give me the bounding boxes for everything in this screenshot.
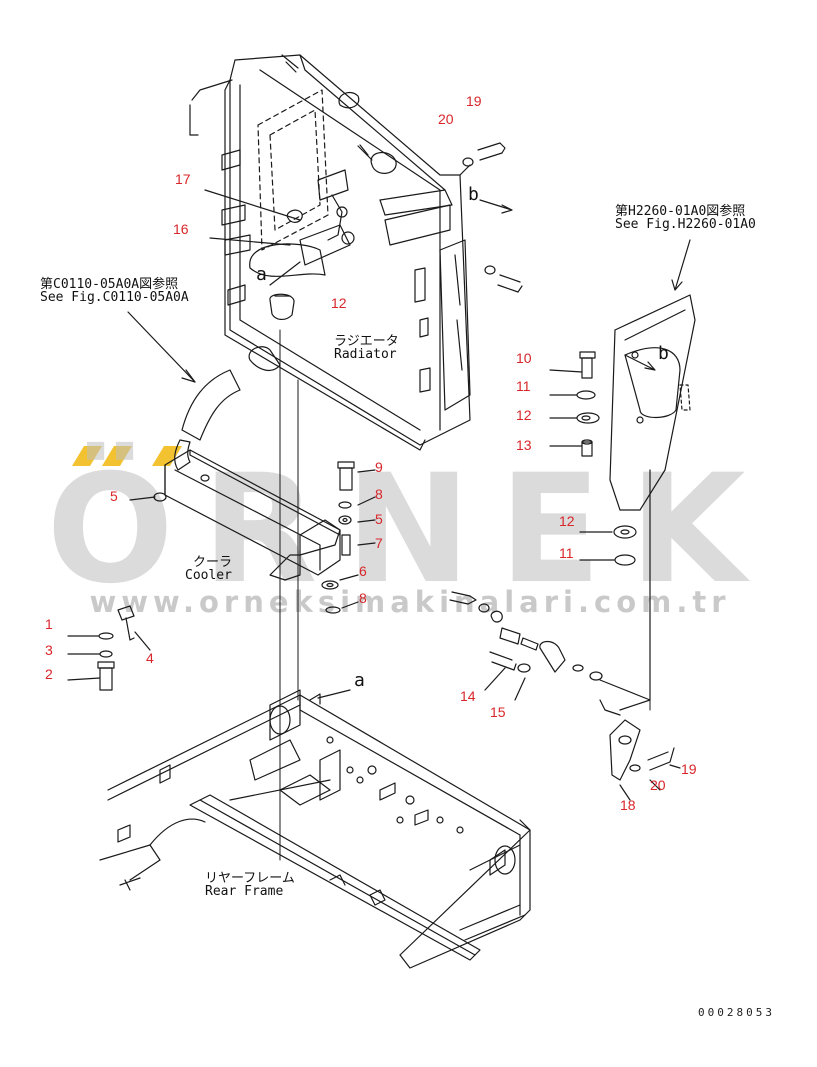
callout-5-left: 5	[110, 488, 118, 504]
callout-6: 6	[359, 563, 367, 579]
radiator-label-en: Radiator	[334, 347, 397, 362]
watermark-url: www.orneksimakinalari.com.tr	[89, 585, 731, 619]
callout-15: 15	[490, 704, 506, 720]
callout-8-top: 8	[375, 486, 383, 502]
radiator-label-jp: ラジエータ	[334, 334, 399, 349]
callout-19-bottom: 19	[681, 761, 697, 777]
callout-17: 17	[175, 171, 191, 187]
reference-right-en: See Fig.H2260-01A0	[615, 217, 756, 232]
letter-a-radiator: a	[256, 264, 267, 285]
hardware-right	[449, 469, 681, 801]
rear-frame-label-jp: リヤーフレーム	[205, 871, 295, 886]
callout-11-bottom: 11	[559, 545, 574, 561]
callout-12-radiator: 12	[331, 295, 347, 311]
callout-14: 14	[460, 688, 476, 704]
callout-20-top: 20	[438, 111, 454, 127]
callout-11-top: 11	[516, 378, 531, 394]
callout-5-right: 5	[375, 511, 383, 527]
drawing-code: 00028053	[698, 1006, 775, 1019]
reference-arrow-left	[127, 311, 241, 441]
callout-19-top: 19	[466, 93, 482, 109]
callout-13: 13	[516, 437, 532, 453]
callout-2: 2	[45, 666, 53, 682]
callout-4: 4	[146, 650, 154, 666]
cooler-drawing	[129, 439, 376, 614]
callout-7: 7	[375, 535, 383, 551]
cooler-label-en: Cooler	[185, 568, 232, 583]
hardware-left	[67, 605, 151, 691]
callout-16: 16	[173, 221, 189, 237]
letter-a-frame: a	[354, 670, 365, 691]
callout-1: 1	[45, 616, 53, 632]
callout-9: 9	[375, 459, 383, 475]
alignment-lines	[279, 329, 651, 861]
rear-frame-label-en: Rear Frame	[205, 884, 284, 899]
rear-frame-drawing	[99, 689, 531, 969]
letter-b-radiator: b	[468, 184, 479, 205]
callout-8-bottom: 8	[359, 590, 367, 606]
radiator-drawing	[189, 54, 523, 451]
side-bracket-drawing	[479, 199, 696, 566]
letter-b-bracket: b	[658, 343, 669, 364]
callout-20-bottom: 20	[650, 777, 666, 793]
callout-12-top: 12	[516, 407, 532, 423]
watermark-umlaut-icon	[72, 446, 182, 466]
callout-12-bottom: 12	[559, 513, 575, 529]
reference-left-en: See Fig.C0110-05A0A	[40, 290, 189, 305]
callout-18: 18	[620, 797, 636, 813]
callout-3: 3	[45, 642, 53, 658]
callout-10: 10	[516, 350, 532, 366]
reference-left-jp: 第C0110-05A0A図参照	[40, 277, 179, 292]
watermark-logo: ÖRNEK	[46, 443, 774, 617]
cooler-label-jp: クーラ	[193, 555, 233, 570]
reference-right-jp: 第H2260-01A0図参照	[615, 204, 746, 219]
